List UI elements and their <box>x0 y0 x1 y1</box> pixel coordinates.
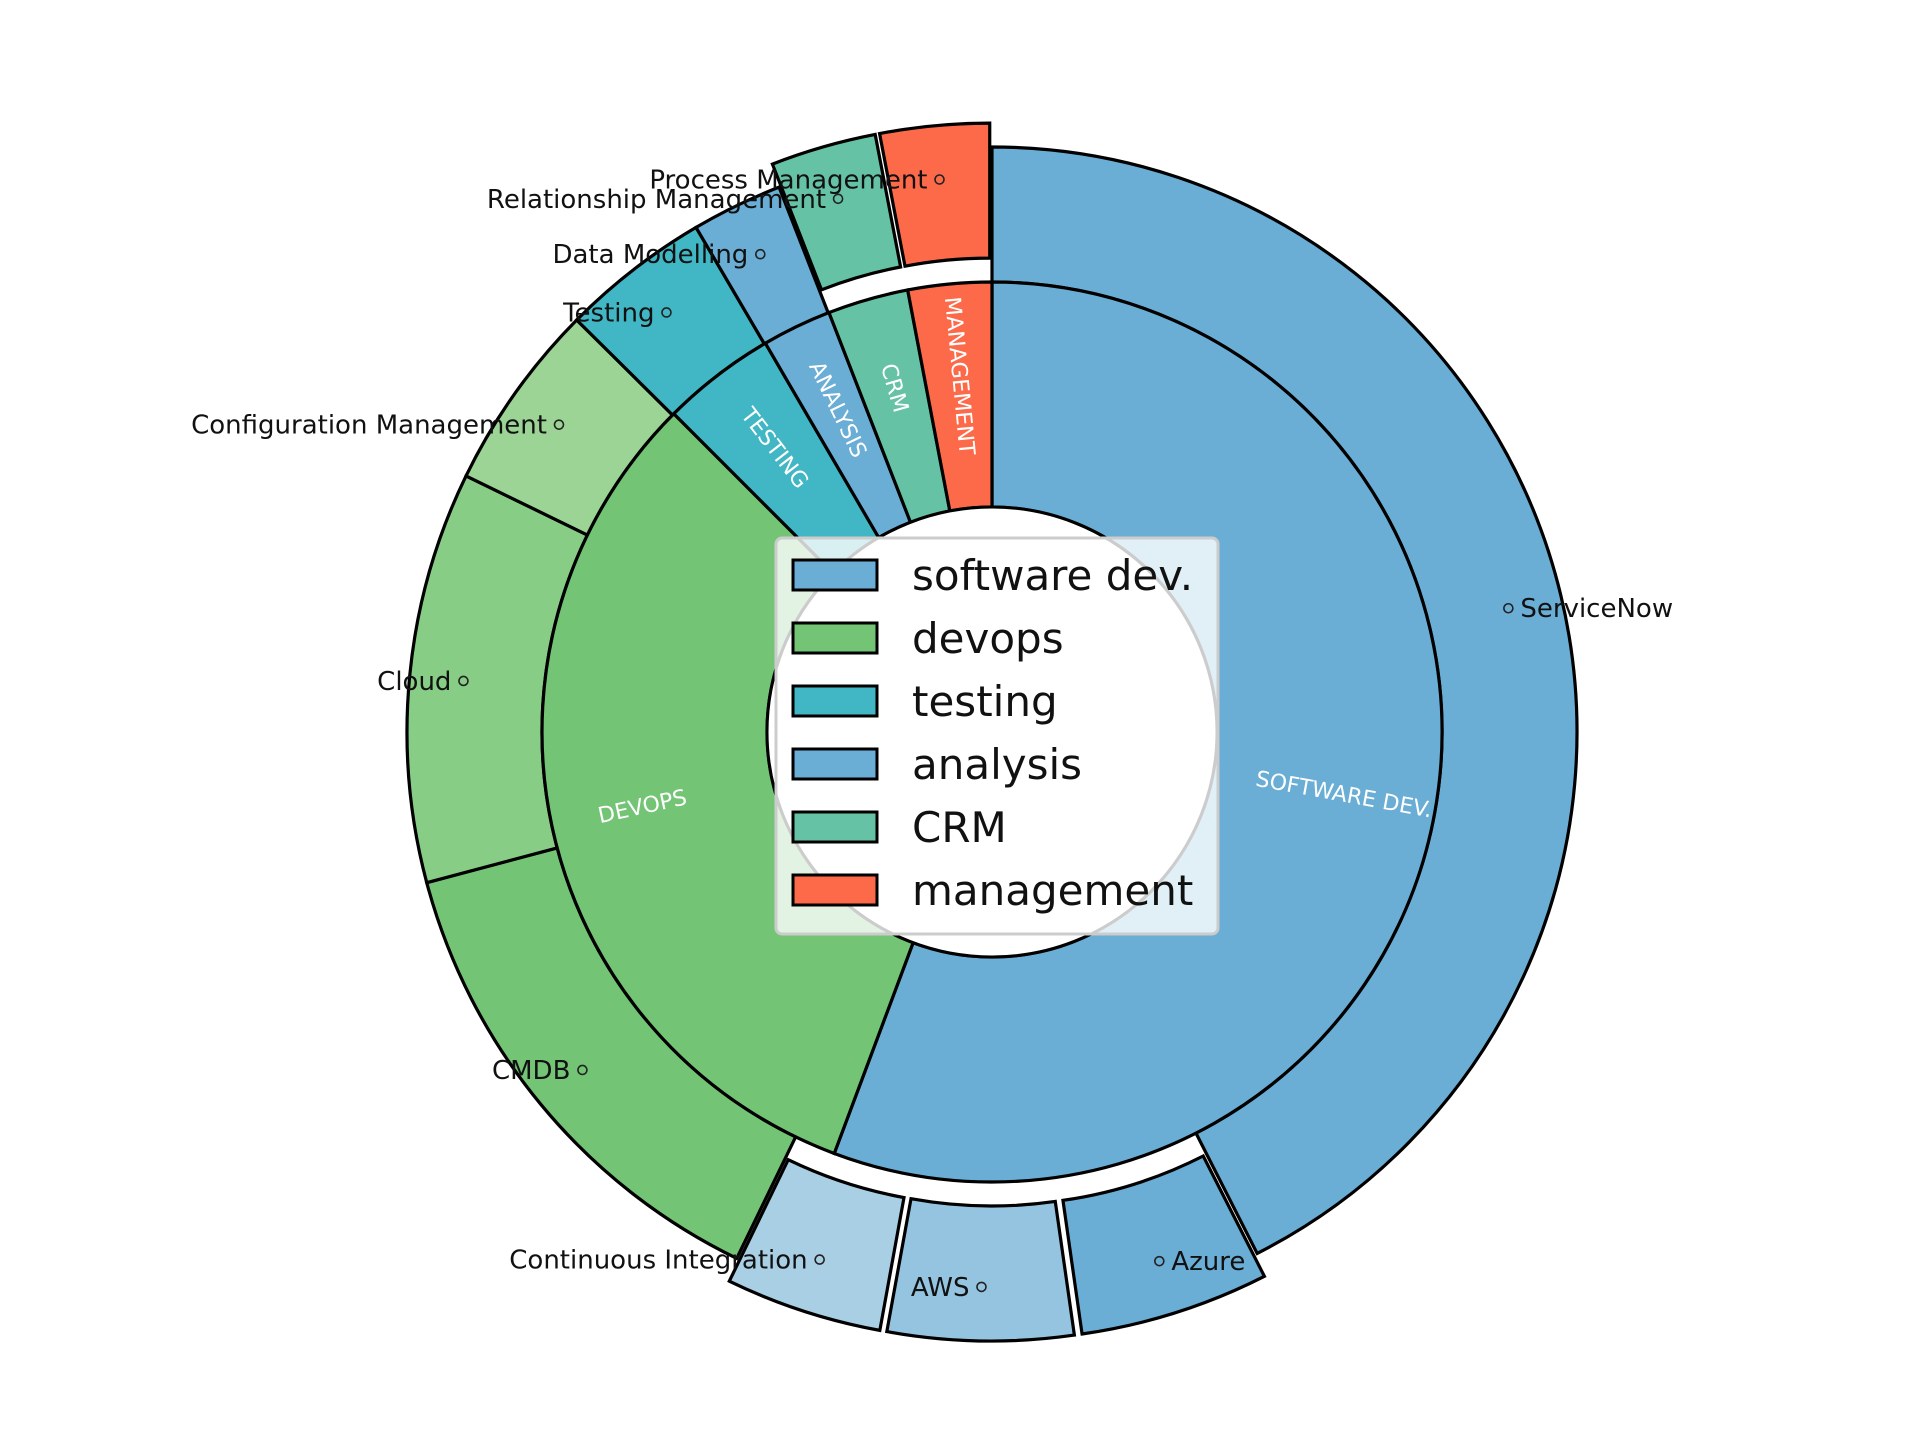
outer-label-testing: Testing <box>562 298 654 328</box>
outer-wedge-process-management <box>877 121 992 269</box>
legend-label-analysis: analysis <box>912 740 1082 789</box>
outer-marker-process-management <box>934 174 945 185</box>
outer-marker-data-modelling <box>755 248 766 260</box>
legend-swatch-software-dev <box>791 558 879 592</box>
legend-label-crm: CRM <box>912 803 1007 852</box>
legend-label-management: management <box>912 866 1193 915</box>
outer-marker-continuous-integration <box>814 1254 825 1265</box>
outer-marker-relationship-management <box>832 193 844 205</box>
outer-marker-testing <box>661 307 672 318</box>
legend-swatch-crm <box>791 810 879 844</box>
legend-swatch-testing <box>791 684 879 718</box>
legend-box <box>774 536 1220 936</box>
legend-label-software-dev: software dev. <box>912 551 1193 600</box>
outer-label-azure: Azure <box>1171 1247 1245 1277</box>
legend-label-devops: devops <box>912 614 1064 663</box>
outer-label-configuration-management: Configuration Management <box>191 411 547 441</box>
outer-label-aws: AWS <box>911 1273 970 1303</box>
outer-label-cmdb: CMDB <box>492 1056 570 1086</box>
outer-wedge-relationship-management <box>770 132 903 292</box>
outer-marker-servicenow <box>1503 602 1514 614</box>
outer-marker-aws <box>976 1281 987 1293</box>
legend-swatch-devops <box>791 621 879 655</box>
outer-wedge-aws <box>884 1196 1077 1343</box>
legend-label-testing: testing <box>912 677 1058 726</box>
outer-label-cloud: Cloud <box>377 667 451 697</box>
outer-label-servicenow: ServiceNow <box>1520 594 1673 624</box>
outer-label-process-management: Process Management <box>649 165 927 195</box>
legend-swatch-management <box>791 873 879 907</box>
outer-marker-cloud <box>458 675 469 687</box>
outer-label-relationship-management: Relationship Management <box>487 185 826 215</box>
outer-label-continuous-integration: Continuous Integration <box>509 1246 807 1276</box>
outer-label-data-modelling: Data Modelling <box>552 240 748 270</box>
outer-marker-azure <box>1154 1255 1165 1267</box>
legend-swatch-analysis <box>791 747 879 781</box>
outer-wedge-azure <box>1061 1153 1267 1336</box>
outer-wedge-continuous-integration <box>727 1157 906 1333</box>
outer-marker-cmdb <box>577 1064 588 1076</box>
outer-marker-configuration-management <box>553 419 565 430</box>
outer-ring <box>405 121 1579 1343</box>
